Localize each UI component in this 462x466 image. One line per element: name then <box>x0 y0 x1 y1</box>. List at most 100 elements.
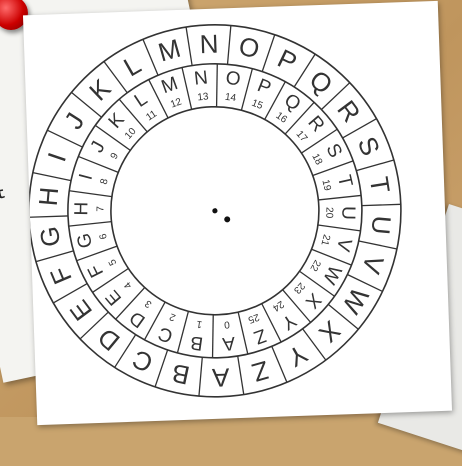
inner-letter-z: Z <box>251 324 269 348</box>
inner-number: 25 <box>246 311 261 325</box>
outer-letter-m: M <box>155 33 184 68</box>
outer-letter-l: L <box>118 49 145 82</box>
outer-letter-f: F <box>44 262 78 288</box>
inner-letter-r: R <box>303 112 328 136</box>
outer-letter-x: X <box>313 315 346 349</box>
inner-letter-g: G <box>73 231 97 250</box>
outer-letter-q: Q <box>304 64 339 100</box>
outer-ring-divider <box>238 356 244 395</box>
outer-ring-divider <box>261 35 276 72</box>
inner-number: 23 <box>291 280 307 296</box>
outer-ring-divider <box>356 160 394 171</box>
inner-number: 3 <box>143 297 154 309</box>
note-text-fragment: t <box>0 184 7 204</box>
inner-ring-divider <box>69 222 112 226</box>
inner-letter-j: J <box>87 138 110 156</box>
outer-letter-y: Y <box>283 339 313 374</box>
inner-number: 20 <box>323 207 334 219</box>
inner-letter-d: D <box>126 306 149 331</box>
inner-number: 13 <box>197 91 210 103</box>
inner-number: 24 <box>270 298 286 314</box>
inner-ring-divider <box>182 67 192 109</box>
inner-letter-a: A <box>221 332 236 354</box>
outer-letter-u: U <box>366 214 398 235</box>
outer-letter-g: G <box>34 224 67 249</box>
outer-letter-e: E <box>64 294 98 326</box>
inner-ring-divider <box>238 312 248 354</box>
inner-number: 8 <box>99 177 111 186</box>
inner-ring-divider <box>176 311 190 353</box>
inner-number: 9 <box>109 151 122 162</box>
inner-number: 12 <box>169 96 184 110</box>
inner-number: 10 <box>123 126 139 142</box>
inner-letter-v: V <box>332 236 356 254</box>
inner-number: 0 <box>223 318 230 330</box>
outer-ring-divider <box>29 216 68 217</box>
inner-number: 21 <box>318 233 332 247</box>
inner-letter-t: T <box>333 173 356 189</box>
inner-number: 7 <box>95 206 106 212</box>
inner-ring-divider <box>318 195 361 199</box>
inner-number: 19 <box>319 179 332 193</box>
inner-ring-divider <box>211 315 215 358</box>
outer-ring-divider <box>47 129 82 148</box>
outer-letter-h: H <box>33 186 65 207</box>
outer-letter-z: Z <box>249 355 273 388</box>
inner-letter-b: B <box>189 331 204 354</box>
outer-ring-divider <box>226 25 232 64</box>
center-dot <box>212 208 217 213</box>
inner-letter-k: K <box>105 109 129 133</box>
inner-letter-f: F <box>84 261 108 281</box>
inner-letter-o: O <box>224 68 242 91</box>
outer-ring-divider <box>272 346 287 383</box>
outer-letter-d: D <box>92 322 126 357</box>
inner-number: 16 <box>273 110 289 126</box>
outer-letter-j: J <box>58 107 90 134</box>
inner-ring-divider <box>318 224 361 233</box>
outer-letter-i: I <box>41 149 72 166</box>
outer-ring-divider <box>186 27 192 66</box>
outer-letter-k: K <box>83 72 117 106</box>
outer-letter-p: P <box>273 43 302 78</box>
inner-letter-i: I <box>75 172 97 182</box>
outer-letter-t: T <box>364 175 396 195</box>
inner-letter-q: Q <box>280 90 304 116</box>
inner-number: 6 <box>98 232 110 240</box>
outer-ring-divider <box>36 251 74 262</box>
outer-ring-divider <box>359 240 397 251</box>
outer-letter-c: C <box>128 344 158 379</box>
outer-ring-divider <box>33 171 71 182</box>
inner-number: 22 <box>307 258 322 273</box>
outer-letter-n: N <box>199 29 219 60</box>
inner-number: 17 <box>294 129 310 145</box>
inner-letter-c: C <box>155 322 176 347</box>
inner-number: 2 <box>168 310 178 322</box>
inner-number: 11 <box>144 108 159 123</box>
inner-number: 14 <box>224 92 237 104</box>
inner-letter-u: U <box>337 206 358 220</box>
inner-letter-y: Y <box>277 309 299 334</box>
inner-ring-divider <box>215 64 219 107</box>
inner-letter-x: X <box>301 289 325 313</box>
outer-letter-b: B <box>169 358 192 391</box>
inner-letter-e: E <box>102 286 126 309</box>
outer-letter-s: S <box>352 132 386 160</box>
inner-number: 18 <box>309 152 324 167</box>
outer-letter-a: A <box>211 362 230 393</box>
inner-letter-l: L <box>131 88 151 111</box>
outer-ring-divider <box>198 357 204 396</box>
outer-ring-divider <box>362 204 401 205</box>
inner-letter-s: S <box>321 140 345 161</box>
outer-letter-r: R <box>331 95 366 128</box>
inner-ring-divider <box>69 189 112 198</box>
inner-number: 1 <box>195 318 202 330</box>
inner-letter-n: N <box>193 67 209 89</box>
alignment-dot <box>224 216 230 222</box>
inner-letter-h: H <box>71 202 92 216</box>
outer-letter-v: V <box>356 251 390 278</box>
inner-number: 5 <box>107 257 120 267</box>
inner-number: 15 <box>250 98 265 112</box>
outer-letter-o: O <box>236 31 262 65</box>
